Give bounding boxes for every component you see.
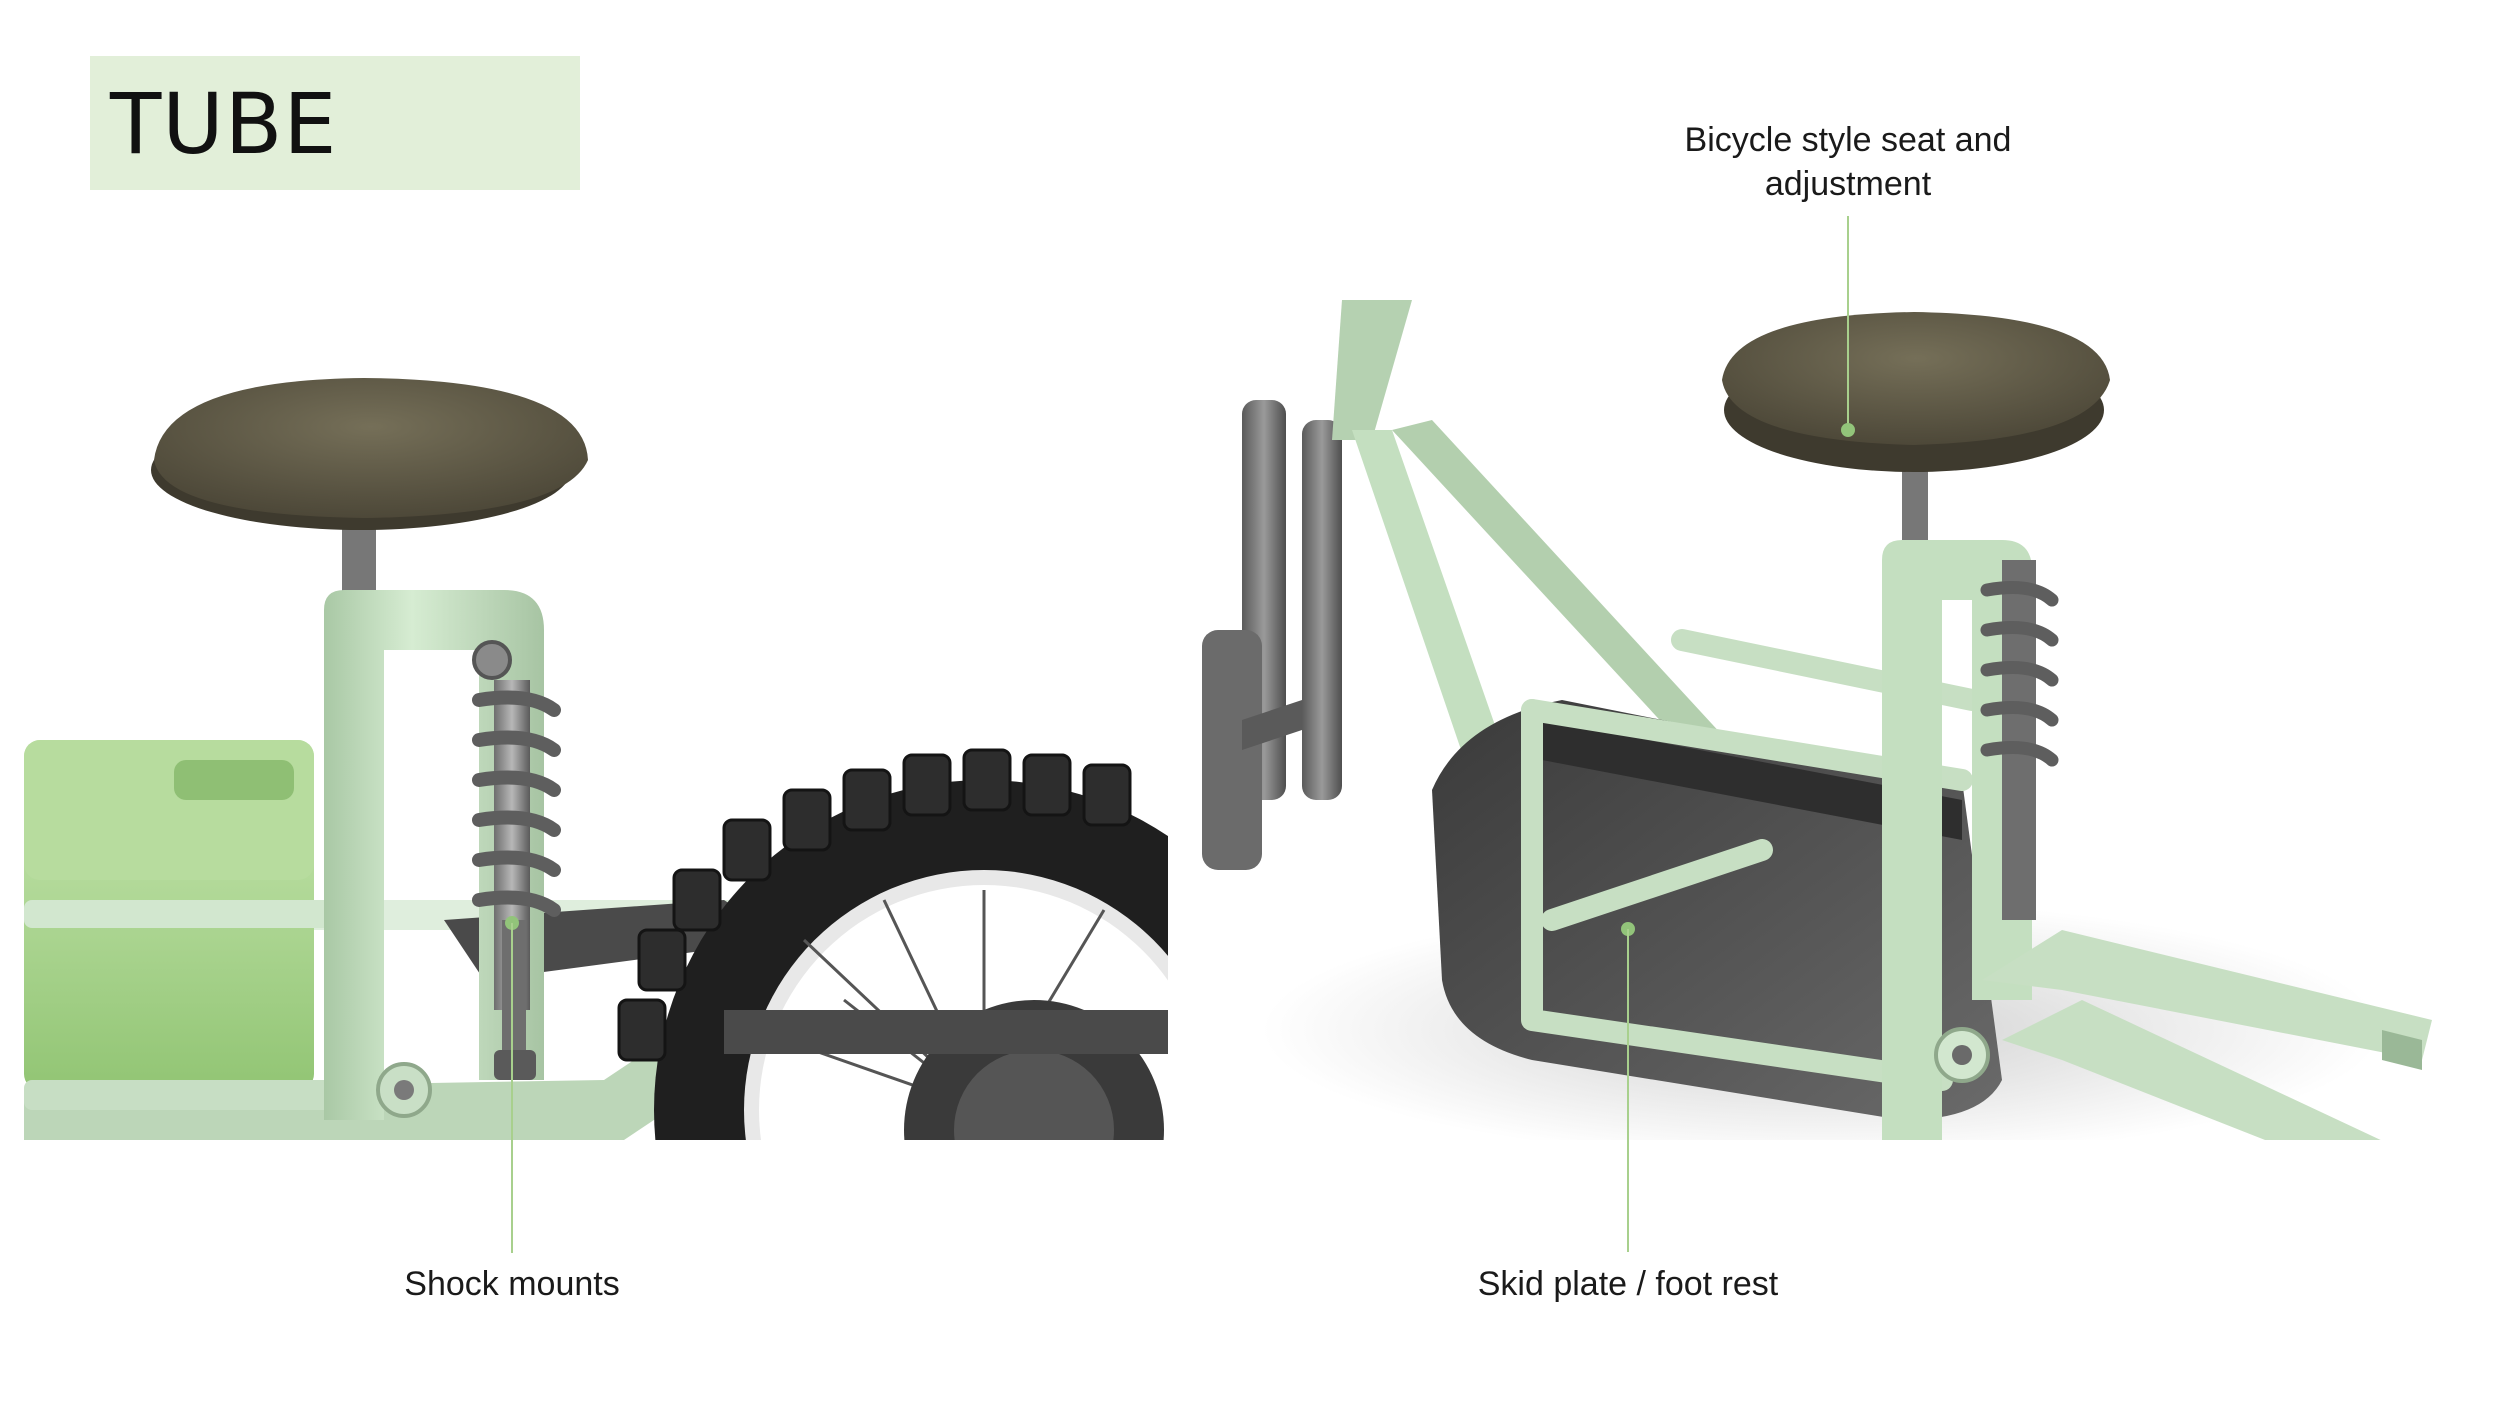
skid-plate-label: Skid plate / foot rest: [1477, 1265, 1779, 1303]
skid-plate-leader-line: [1627, 929, 1629, 1252]
render-rear-view: [1202, 300, 2500, 1140]
shock-mounts-label: Shock mounts: [404, 1265, 620, 1303]
page-title: TUBE: [110, 75, 338, 173]
title-box: TUBE: [90, 56, 580, 190]
side-view-illustration: [24, 378, 1168, 1140]
seat-marker: [1841, 423, 1855, 437]
seat-label-line-2: adjustment: [1764, 165, 1932, 203]
render-side-view: [24, 300, 1168, 1140]
shock-mounts-leader-line: [511, 923, 513, 1253]
seat-leader-line: [1847, 216, 1849, 428]
seat-label-line-1: Bicycle style seat and: [1684, 121, 2012, 159]
rear-view-illustration: [1202, 300, 2432, 1140]
